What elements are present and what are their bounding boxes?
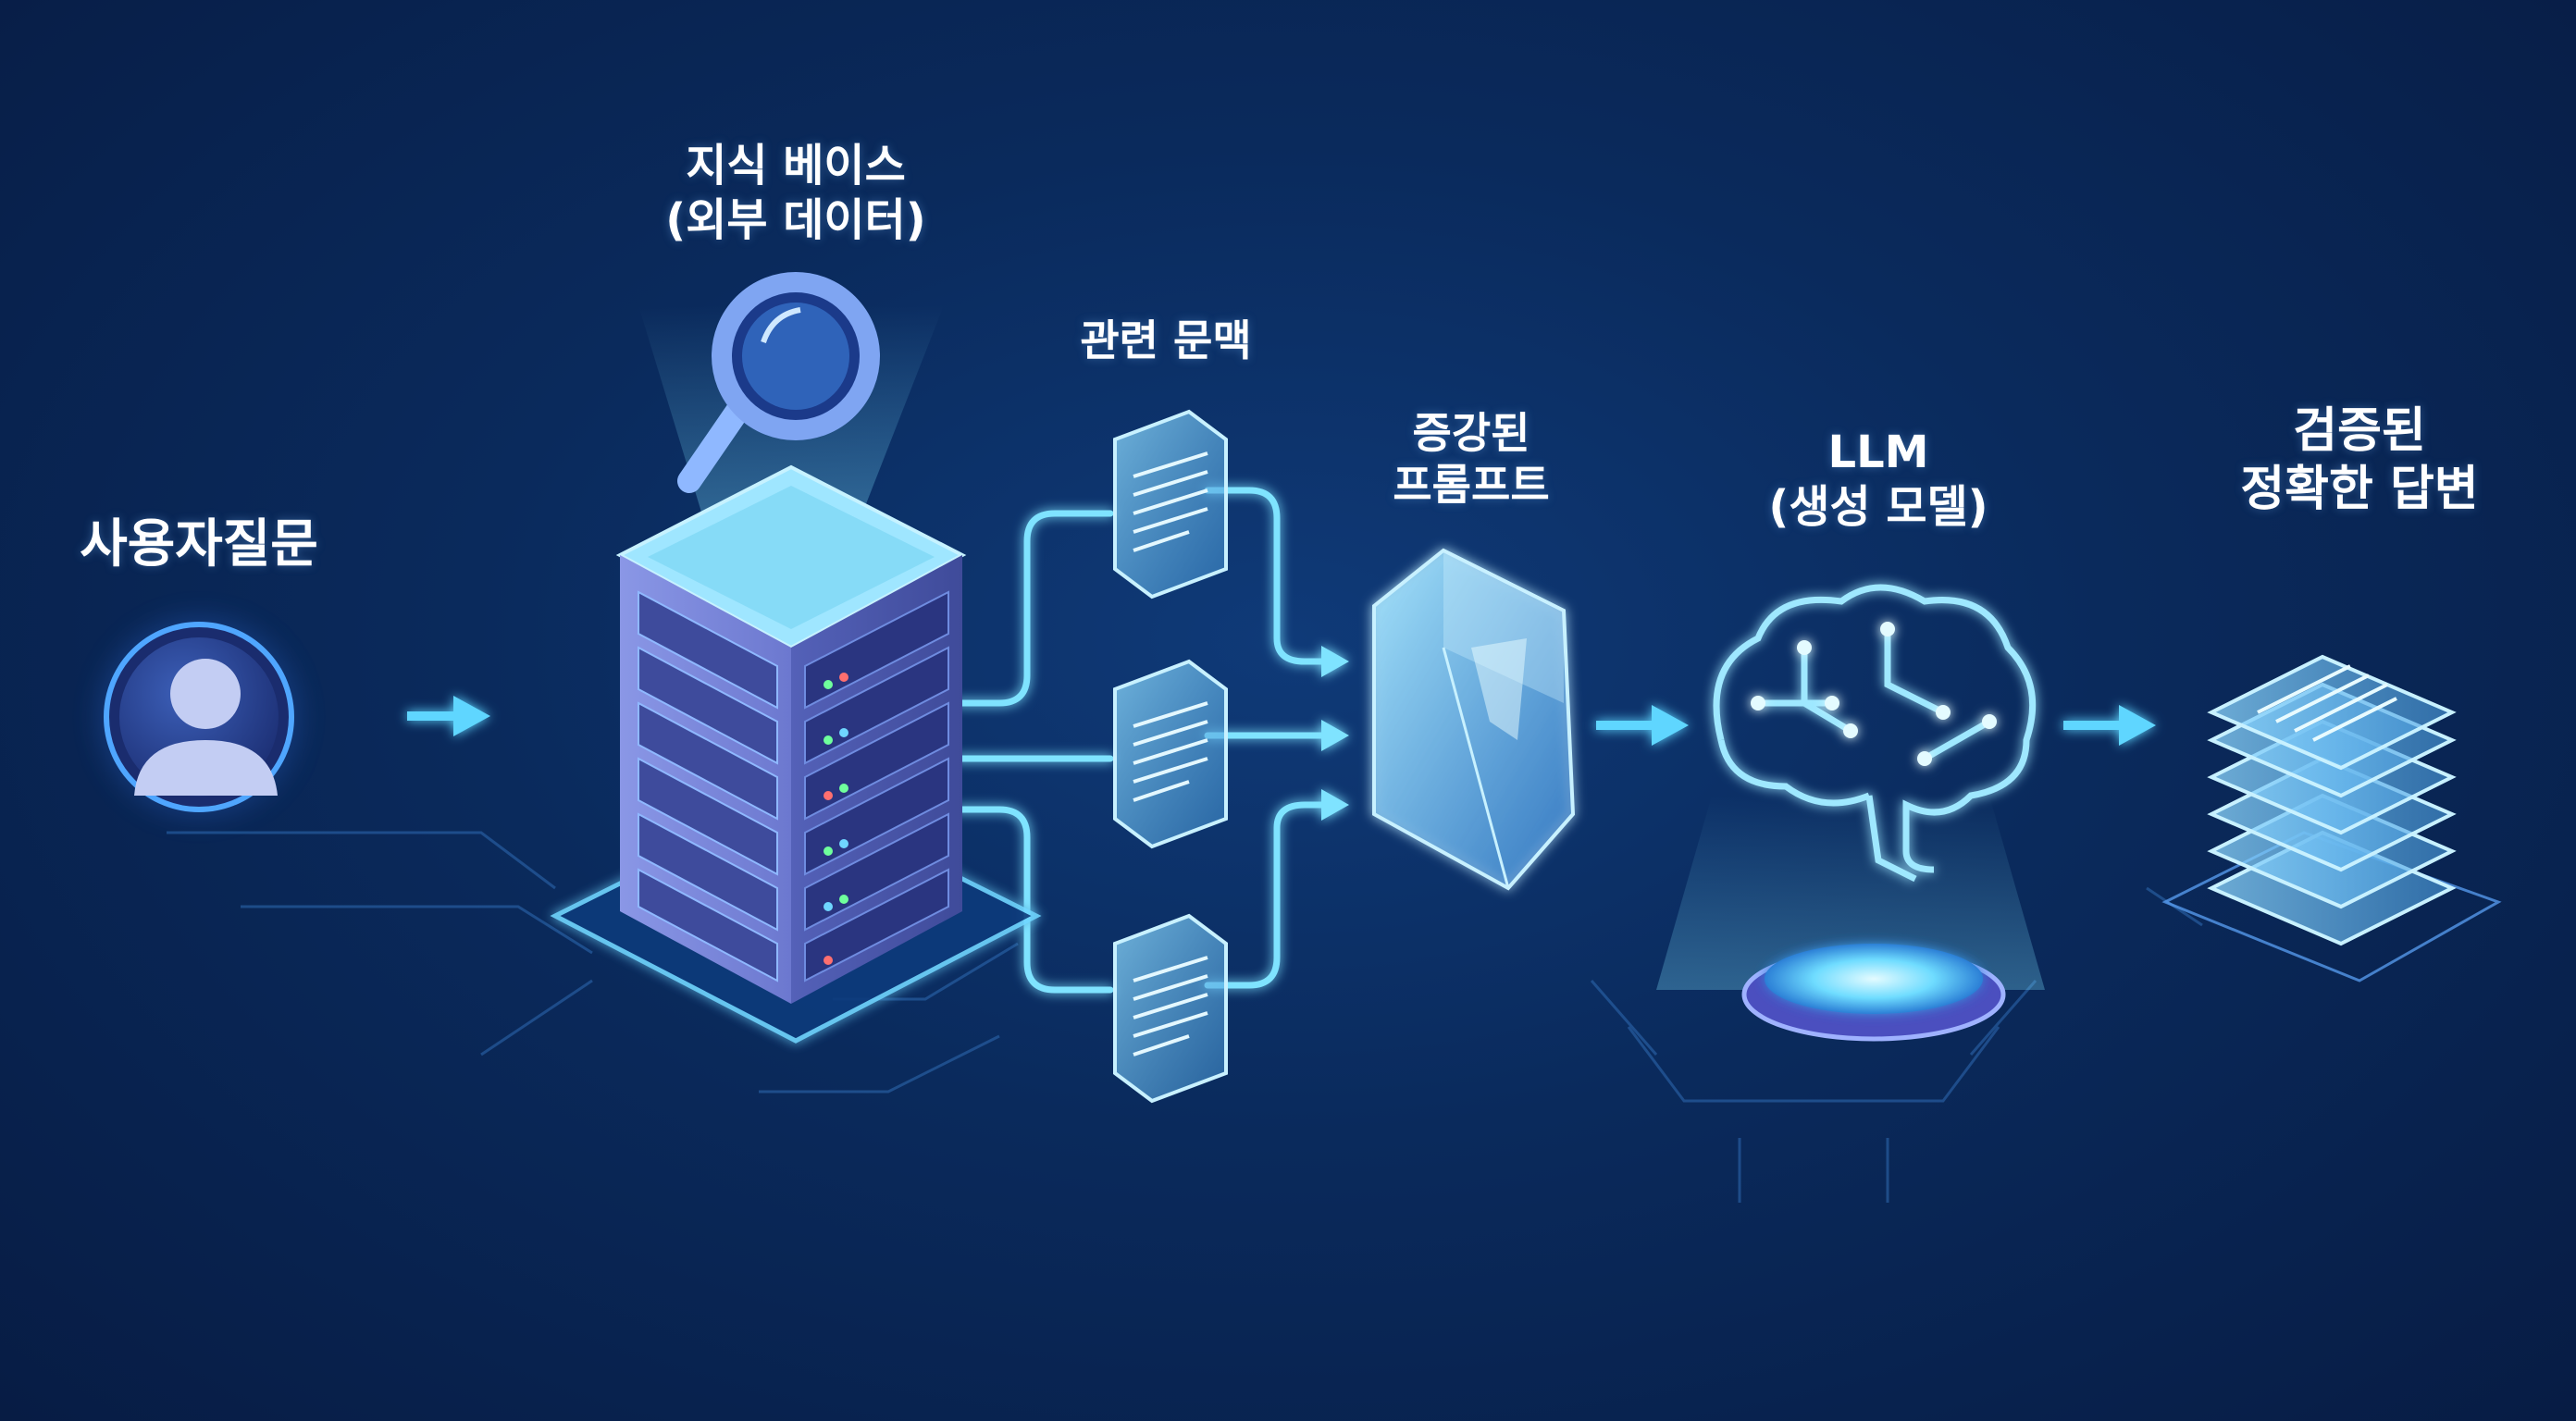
llm-label: LLM (생성 모델) [1721, 426, 2036, 534]
verified-answer-label: 검증된 정확한 답변 [2184, 402, 2535, 520]
related-context-label: 관련 문맥 [1027, 315, 1305, 366]
knowledge-base-subtitle: (외부 데이터) [665, 193, 926, 246]
magnifier-icon [677, 272, 880, 493]
arrow-right-icon [2063, 705, 2156, 746]
knowledge-base-group [550, 272, 1042, 1044]
context-branches [954, 487, 1327, 994]
podium-icon [1741, 944, 2006, 1042]
document-icon [1113, 659, 1228, 849]
answer-stack-icon [2161, 654, 2502, 982]
user-icon [99, 617, 299, 817]
server-leds [824, 673, 848, 965]
arrow-right-icon [407, 696, 490, 736]
document-icon [1113, 913, 1228, 1104]
knowledge-base-title: 지식 베이스 [686, 140, 906, 192]
related-context-text: 관련 문맥 [1080, 315, 1252, 365]
arrow-right-icon [1596, 705, 1689, 746]
document-icon [1113, 409, 1228, 599]
knowledge-base-label: 지식 베이스 (외부 데이터) [592, 139, 999, 247]
llm-subtitle: (생성 모델) [1768, 480, 1988, 533]
server-slots-left [638, 590, 778, 982]
augmented-prompt-line1: 증강된 [1412, 408, 1530, 458]
llm-title: LLM [1827, 426, 1929, 478]
verified-answer-line1: 검증된 [2293, 403, 2426, 459]
user-question-label: 사용자질문 [56, 513, 342, 576]
llm-group [1656, 584, 2045, 1042]
user-question-text: 사용자질문 [80, 514, 318, 575]
circuit-traces [167, 831, 2203, 1203]
flow-arrows [407, 696, 2156, 746]
brain-icon [1713, 584, 2037, 883]
augmented-prompt-line2: 프롬프트 [1393, 460, 1550, 511]
prompt-crystal-icon [1372, 548, 1576, 891]
augmented-prompt-label: 증강된 프롬프트 [1342, 407, 1601, 511]
server-rack-icon [615, 464, 967, 1004]
verified-answer-line2: 정확한 답변 [2240, 462, 2479, 518]
